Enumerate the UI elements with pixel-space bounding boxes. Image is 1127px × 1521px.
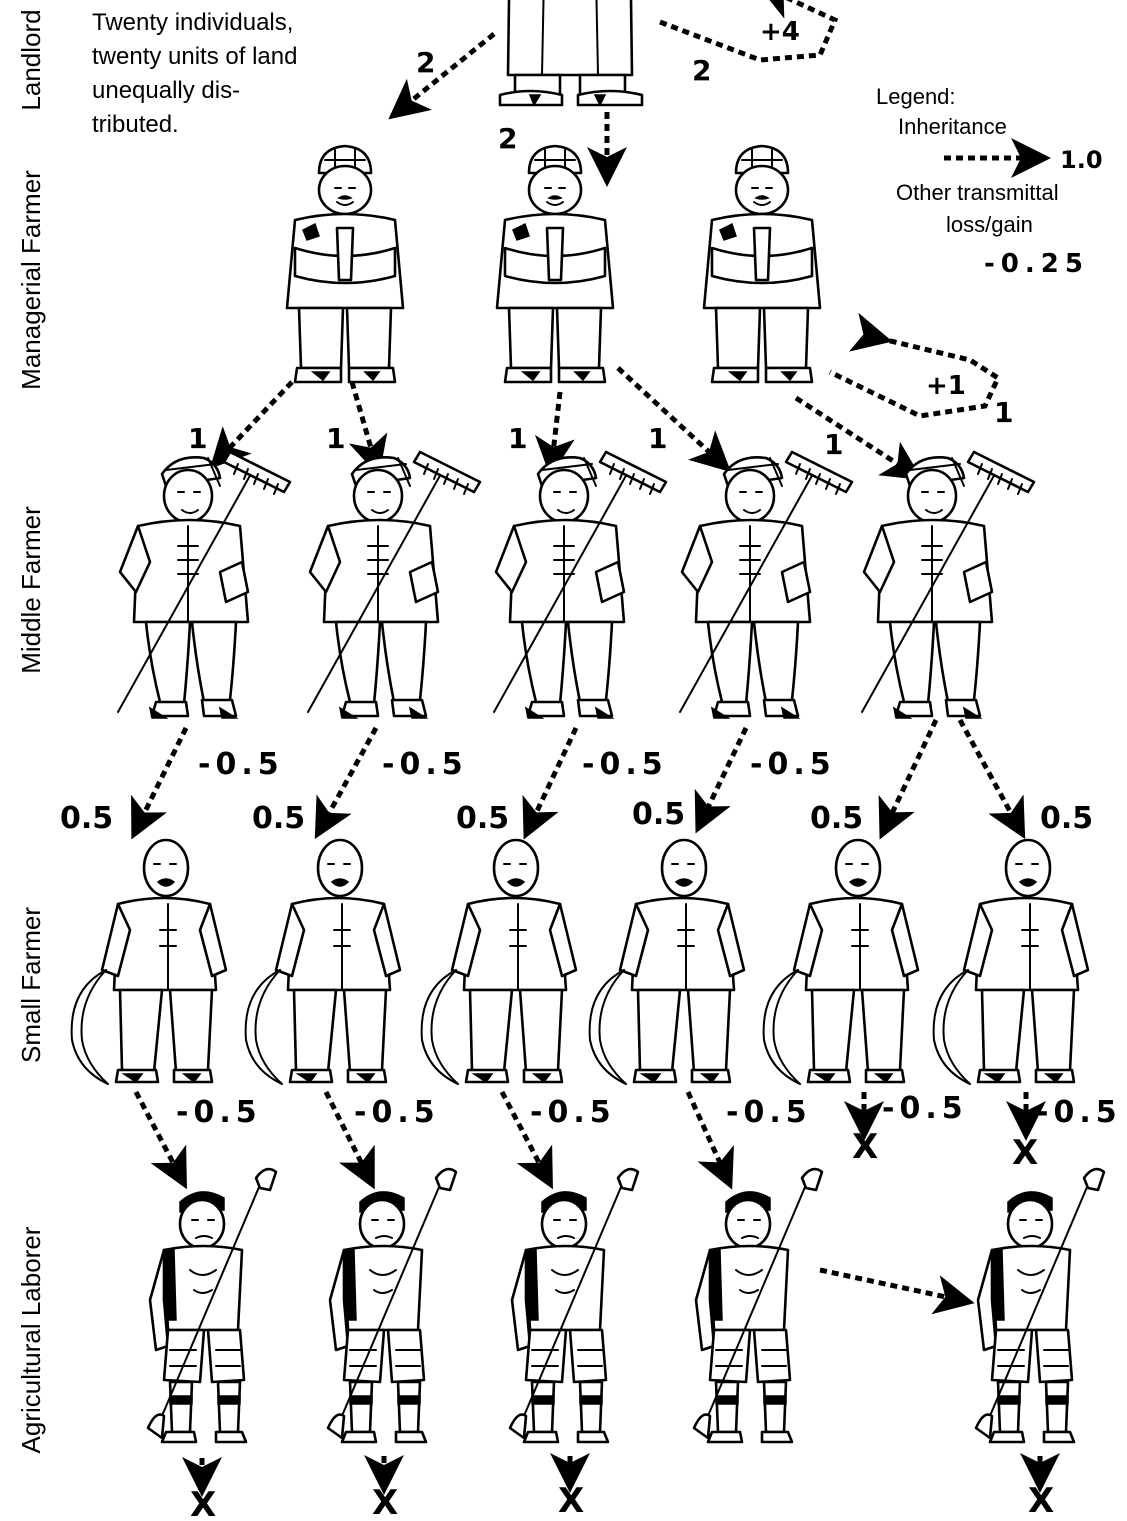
small-farmer-with-sickle-figure — [422, 840, 576, 1084]
middle-loss-value: -0.5 — [198, 747, 284, 782]
managerial-farmer-figure — [287, 146, 403, 382]
managerial-gain-loop-arrow — [830, 338, 998, 416]
description-line: Twenty individuals, — [92, 9, 293, 36]
small-loss-value: -0.5 — [1036, 1095, 1122, 1130]
small-farmer-with-sickle-figure — [934, 840, 1088, 1084]
managerial-farmer-figure — [704, 146, 820, 382]
managerial-arrow — [552, 392, 560, 462]
managerial-value: 1 — [326, 422, 345, 455]
small-farmer-with-sickle-figure — [764, 840, 918, 1084]
managerial-value: 1 — [508, 422, 527, 455]
managerial-value: 1 — [648, 422, 667, 455]
managerial-value: 1 — [994, 396, 1013, 429]
middle-to-small-value: 0.5 — [252, 801, 305, 836]
row-label-managerial: Managerial Farmer — [16, 170, 46, 390]
laborer-transfer-arrow — [820, 1270, 960, 1300]
small-loss-value: -0.5 — [882, 1091, 968, 1126]
managerial-arrow — [220, 382, 292, 458]
laborer-with-hoe-figure — [148, 1169, 276, 1442]
middle-farmer-with-rake-figure — [680, 452, 852, 718]
landlord-gain-loop-arrow — [660, 0, 835, 60]
managerial-farmer-figure — [497, 146, 613, 382]
middle-to-small-arrow — [138, 728, 186, 826]
middle-to-small-arrow — [886, 720, 936, 826]
legend-other-value: -0.25 — [984, 249, 1089, 279]
middle-to-small-arrow — [530, 728, 576, 826]
legend-title: Legend: — [876, 84, 956, 109]
legend-inheritance-value: 1.0 — [1060, 146, 1103, 174]
landlord-center-value: 2 — [498, 122, 517, 155]
middle-to-small-value: 0.5 — [1040, 801, 1093, 836]
legend-inheritance-label: Inheritance — [898, 114, 1007, 139]
end-x-mark: X — [1012, 1133, 1038, 1173]
managerial-arrow — [352, 382, 375, 462]
small-loss-value: -0.5 — [354, 1095, 440, 1130]
managerial-value: 1 — [824, 428, 843, 461]
end-x-mark: X — [852, 1127, 878, 1167]
small-to-laborer-arrow — [688, 1092, 726, 1176]
middle-to-small-arrow — [960, 720, 1018, 826]
middle-farmer-with-rake-figure — [308, 452, 480, 718]
small-to-laborer-arrow — [136, 1092, 180, 1176]
laborer-with-hoe-figure — [976, 1169, 1104, 1442]
middle-farmer-with-rake-figure — [862, 452, 1034, 718]
legend: Legend: Inheritance 1.0 Other transmitta… — [876, 84, 1103, 279]
end-x-mark: X — [1028, 1481, 1054, 1521]
middle-to-small-value: 0.5 — [456, 801, 509, 836]
laborer-with-hoe-figure — [510, 1169, 638, 1442]
laborer-with-hoe-figure — [694, 1169, 822, 1442]
description-text: Twenty individuals, twenty units of land… — [92, 9, 297, 138]
landlord-right-value: 2 — [692, 54, 711, 87]
middle-farmer-with-rake-figure — [494, 452, 666, 718]
small-farmer-with-sickle-figure — [246, 840, 400, 1084]
row-label-small: Small Farmer — [16, 907, 46, 1063]
end-x-mark: X — [558, 1481, 584, 1521]
legend-other-label: loss/gain — [946, 212, 1033, 237]
laborer-with-hoe-figure — [328, 1169, 456, 1442]
row-label-laborer: Agricultural Laborer — [16, 1226, 46, 1453]
end-x-mark: X — [190, 1485, 216, 1521]
landlord-left-value: 2 — [416, 46, 435, 79]
description-line: twenty units of land — [92, 43, 297, 70]
small-loss-value: -0.5 — [176, 1095, 262, 1130]
middle-loss-value: -0.5 — [750, 747, 836, 782]
end-x-mark: X — [372, 1483, 398, 1521]
landlord-left-arrow — [400, 34, 494, 110]
middle-to-small-arrow — [322, 728, 376, 826]
managerial-value: 1 — [188, 422, 207, 455]
managerial-gain-value: +1 — [926, 371, 966, 401]
row-label-middle: Middle Farmer — [16, 506, 46, 674]
middle-loss-value: -0.5 — [382, 747, 468, 782]
middle-to-small-value: 0.5 — [632, 797, 685, 832]
middle-to-small-arrow — [702, 728, 746, 820]
middle-to-small-value: 0.5 — [810, 801, 863, 836]
description-line: tributed. — [92, 111, 179, 138]
legend-other-label: Other transmittal — [896, 180, 1059, 205]
small-farmer-with-sickle-figure — [590, 840, 744, 1084]
middle-to-small-value: 0.5 — [60, 801, 113, 836]
landlord-figure — [495, 0, 642, 105]
managerial-arrow — [618, 368, 720, 462]
small-loss-value: -0.5 — [726, 1095, 812, 1130]
small-loss-value: -0.5 — [530, 1095, 616, 1130]
row-label-landlord: Landlord — [16, 9, 46, 110]
middle-farmer-with-rake-figure — [118, 452, 290, 718]
description-line: unequally dis- — [92, 77, 240, 104]
managerial-arrow — [796, 398, 910, 472]
small-farmer-with-sickle-figure — [72, 840, 226, 1084]
landlord-gain-value: +4 — [760, 17, 800, 47]
middle-loss-value: -0.5 — [582, 747, 668, 782]
